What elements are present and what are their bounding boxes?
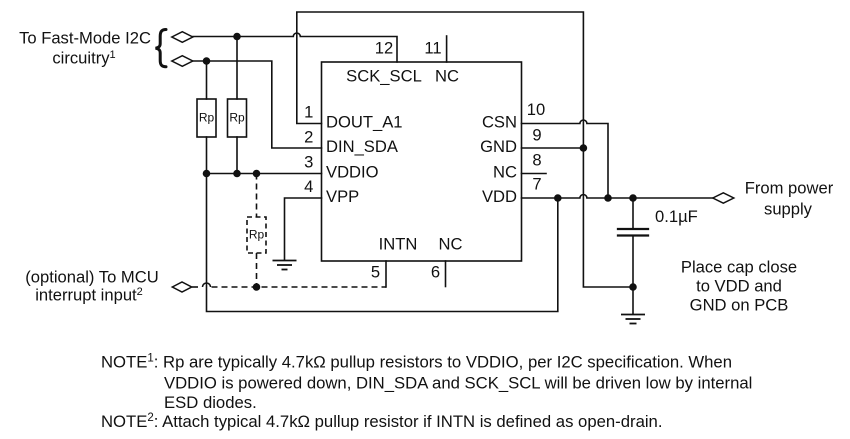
svg-text:To Fast-Mode I2C: To Fast-Mode I2C <box>19 29 151 48</box>
svg-text:SCK_SCL: SCK_SCL <box>346 67 422 86</box>
svg-text:VDDIO: VDDIO <box>326 163 379 182</box>
svg-text:VPP: VPP <box>326 187 359 206</box>
svg-text:INTN: INTN <box>379 235 418 254</box>
svg-text:(optional) To MCU: (optional) To MCU <box>25 268 158 287</box>
svg-text:circuitry1: circuitry1 <box>52 49 115 68</box>
svg-text:12: 12 <box>375 39 393 58</box>
svg-text:DOUT_A1: DOUT_A1 <box>326 113 403 132</box>
svg-text:supply: supply <box>764 200 813 219</box>
svg-text:1: 1 <box>304 103 313 122</box>
svg-text:DIN_SDA: DIN_SDA <box>326 137 399 156</box>
svg-text:CSN: CSN <box>482 113 517 132</box>
svg-text:NC: NC <box>435 67 459 86</box>
svg-text:VDDIO is powered down, DIN_SDA: VDDIO is powered down, DIN_SDA and SCK_S… <box>164 374 752 393</box>
svg-text:5: 5 <box>371 263 380 282</box>
svg-text:10: 10 <box>527 100 545 119</box>
svg-text:4: 4 <box>304 177 313 196</box>
svg-text:0.1µF: 0.1µF <box>655 207 698 226</box>
svg-text:Rp: Rp <box>229 111 245 125</box>
svg-text:NC: NC <box>493 163 517 182</box>
svg-text:to VDD and: to VDD and <box>696 277 782 296</box>
svg-text:Rp: Rp <box>199 111 215 125</box>
svg-text:GND on PCB: GND on PCB <box>690 296 789 315</box>
svg-text:7: 7 <box>532 175 541 194</box>
svg-text:Place cap close: Place cap close <box>681 258 797 277</box>
svg-text:NOTE1: Rp are typically 4.7kΩ: NOTE1: Rp are typically 4.7kΩ pullup res… <box>101 353 732 372</box>
svg-text:interrupt input2: interrupt input2 <box>35 286 143 305</box>
svg-text:11: 11 <box>424 39 441 58</box>
svg-text:From power: From power <box>745 178 834 197</box>
svg-text:GND: GND <box>480 137 517 156</box>
svg-text:NC: NC <box>439 235 463 254</box>
svg-text:8: 8 <box>532 151 541 170</box>
svg-text:Rp: Rp <box>249 228 265 242</box>
svg-text:9: 9 <box>532 126 541 145</box>
svg-text:2: 2 <box>304 128 313 147</box>
svg-text:VDD: VDD <box>482 187 517 206</box>
svg-text:3: 3 <box>304 152 313 171</box>
svg-text:6: 6 <box>431 263 440 282</box>
svg-text:NOTE2: Attach typical 4.7kΩ pu: NOTE2: Attach typical 4.7kΩ pullup resis… <box>101 412 662 431</box>
svg-text:ESD diodes.: ESD diodes. <box>164 393 257 412</box>
